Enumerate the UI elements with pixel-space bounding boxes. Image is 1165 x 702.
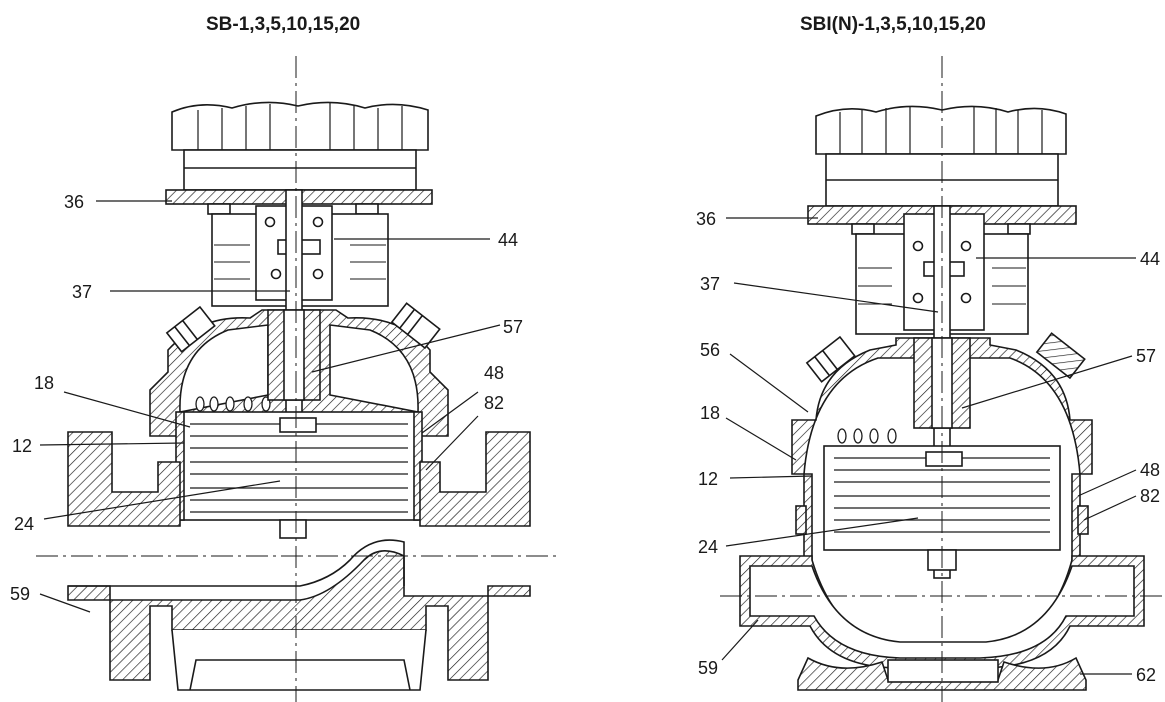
right-pump-drawing — [720, 56, 1164, 702]
right-label-82: 82 — [1140, 486, 1160, 506]
left-label-24: 24 — [14, 514, 34, 534]
right-label-37: 37 — [700, 274, 720, 294]
left-label-48: 48 — [484, 363, 504, 383]
left-leader-lines — [39, 200, 501, 613]
left-label-12: 12 — [12, 436, 32, 456]
right-pump-head — [791, 337, 1093, 475]
left-pump-drawing — [36, 56, 556, 702]
left-diagram-title: SB-1,3,5,10,15,20 — [206, 14, 361, 35]
right-label-24: 24 — [698, 537, 718, 557]
left-base-right-flange — [419, 431, 531, 527]
left-label-36: 36 — [64, 192, 84, 212]
right-diagram-title: SBI(N)-1,3,5,10,15,20 — [800, 14, 986, 35]
right-label-56: 56 — [700, 340, 720, 360]
right-base-foot — [797, 656, 1087, 691]
right-label-59: 59 — [698, 658, 718, 678]
right-label-36: 36 — [696, 209, 716, 229]
left-label-18: 18 — [34, 373, 54, 393]
left-base-left-flange — [67, 431, 181, 527]
left-label-44: 44 — [498, 230, 518, 250]
left-label-37: 37 — [72, 282, 92, 302]
right-label-18: 18 — [700, 403, 720, 423]
right-label-62: 62 — [1136, 665, 1156, 685]
right-label-44: 44 — [1140, 249, 1160, 269]
right-motor-cover — [815, 105, 1067, 155]
left-label-57: 57 — [503, 317, 523, 337]
right-label-57: 57 — [1136, 346, 1156, 366]
left-motor-cover — [171, 101, 429, 151]
right-leader-lines — [721, 217, 1137, 675]
left-label-82: 82 — [484, 393, 504, 413]
left-label-59: 59 — [10, 584, 30, 604]
right-label-12: 12 — [698, 469, 718, 489]
right-label-48: 48 — [1140, 460, 1160, 480]
